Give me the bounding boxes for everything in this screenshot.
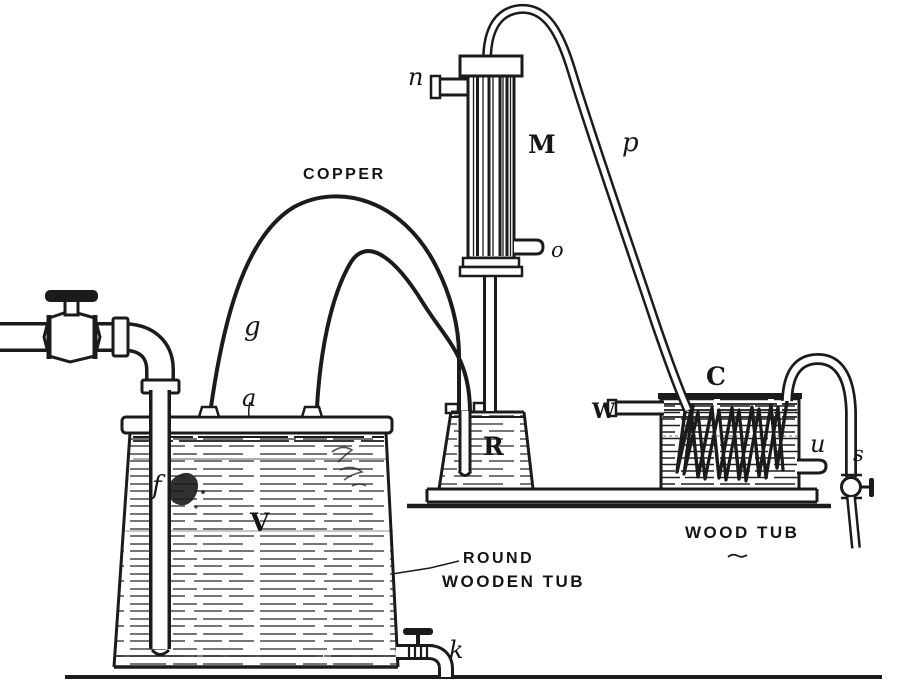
label-wood-tub: WOOD TUB	[685, 523, 800, 542]
label-k: k	[449, 636, 464, 664]
annotation-marks	[391, 553, 748, 575]
label-u: u	[810, 430, 826, 458]
condensate-pipes	[457, 270, 490, 476]
label-s: s	[853, 442, 864, 466]
condenser-column-m	[429, 54, 545, 278]
label-r: R	[483, 432, 504, 461]
pipe-o	[514, 238, 545, 256]
label-copper: COPPER	[303, 166, 386, 183]
label-g: g	[244, 312, 261, 342]
still-tub-v	[112, 401, 400, 669]
label-wooden-tub: WOODEN TUB	[442, 572, 586, 591]
label-w: W	[592, 398, 616, 423]
label-f: f	[152, 471, 162, 501]
water-valve	[42, 290, 130, 364]
label-m: M	[528, 130, 556, 159]
pipe-n	[429, 74, 470, 100]
label-v: V	[250, 508, 270, 537]
outlet-pipe-s	[787, 359, 874, 548]
drain-faucet-k	[396, 628, 446, 677]
label-p: p	[622, 128, 639, 158]
label-n: n	[408, 63, 424, 91]
label-round: ROUND	[463, 550, 535, 567]
copper-swan-neck-pipe	[209, 194, 472, 413]
water-inlet-pipe	[0, 290, 181, 655]
condenser-coil	[675, 399, 789, 483]
label-a: a	[242, 384, 257, 412]
label-o: o	[551, 238, 564, 262]
label-c: C	[706, 362, 726, 391]
bench	[407, 487, 831, 509]
condenser-tub-c	[608, 393, 828, 491]
